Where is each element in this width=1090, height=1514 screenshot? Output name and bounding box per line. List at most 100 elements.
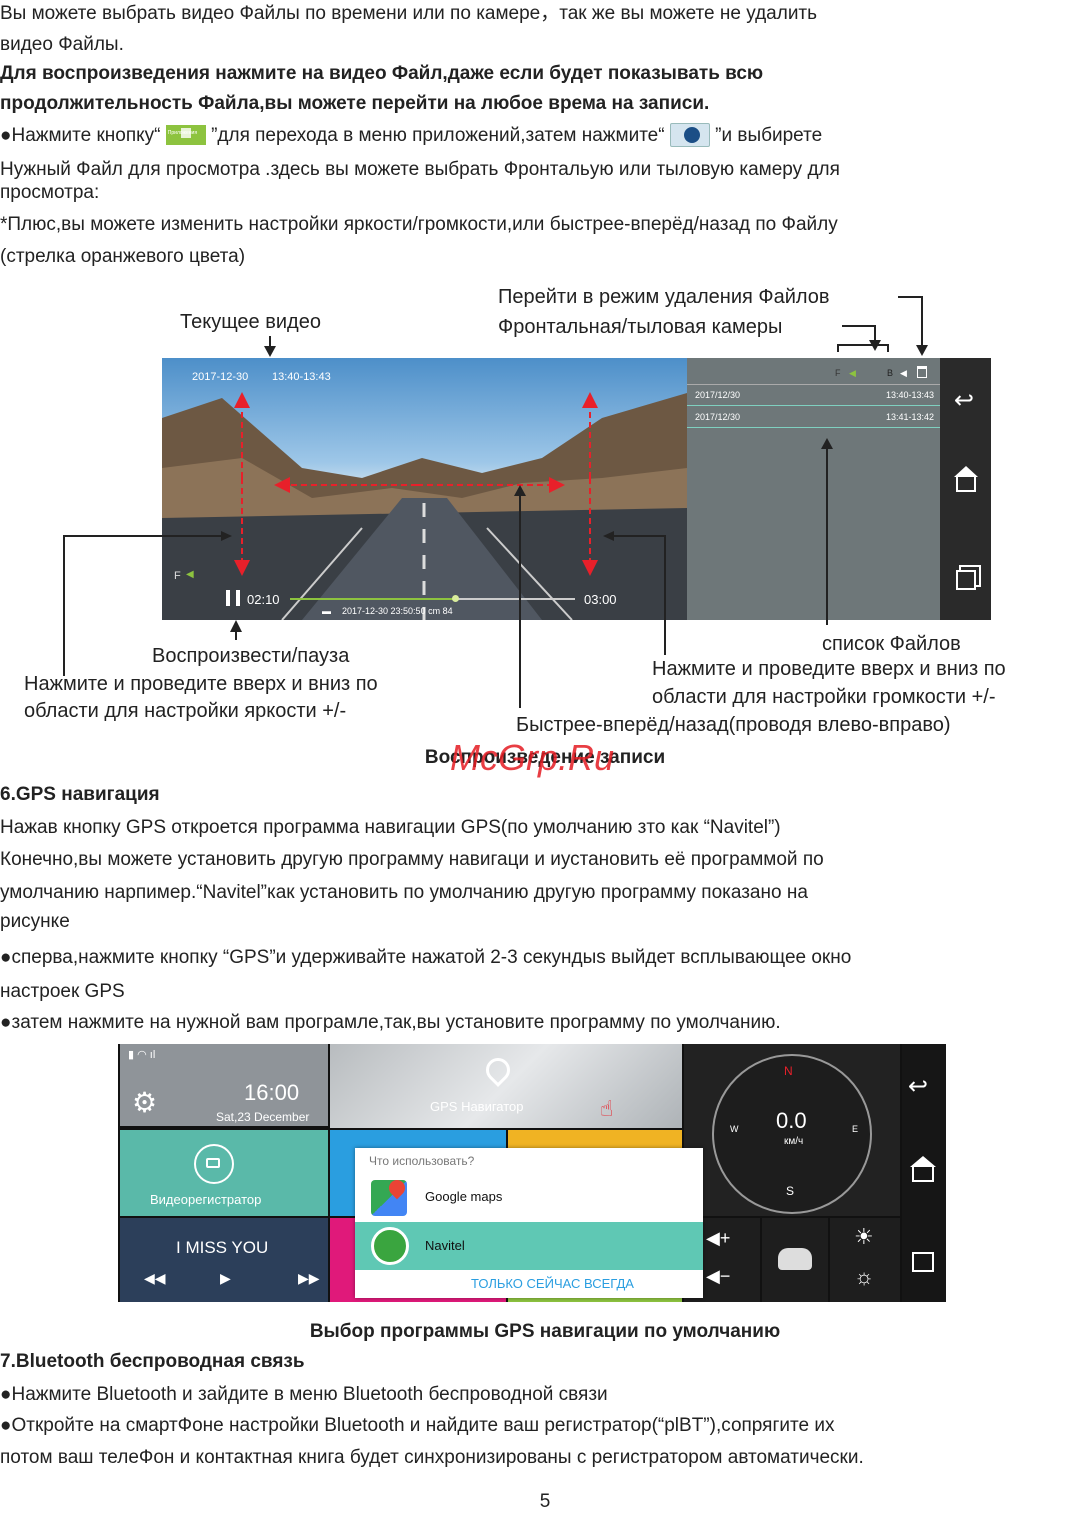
clock-tile[interactable]: ▮ ◠ ıl ⚙ 16:00 Sat,23 December	[120, 1044, 328, 1126]
caption-playback: Воспроизведение записи	[424, 747, 666, 768]
callout-play-pause: Воспроизвести/пауза	[152, 645, 350, 667]
intro-line-2: видео Файлы.	[0, 34, 124, 55]
playback-screen: 2017-12-30 13:40-13:43 F ◀ 02:10 03:00 ▬…	[162, 358, 991, 620]
dialog-option-navitel[interactable]: Navitel	[355, 1222, 703, 1270]
rear-cam-toggle[interactable]: B	[887, 368, 894, 378]
dvr-tile-label: Видеорегистратор	[150, 1192, 262, 1207]
camera-body-icon	[206, 1158, 220, 1168]
app-chooser-dialog: Что использовать? Google maps Navitel ТО…	[355, 1148, 703, 1298]
dialog-title: Что использовать?	[369, 1154, 475, 1168]
bt-p3: потом ваш телеФон и контактная книга буд…	[0, 1447, 864, 1468]
intro-line-3: Нужный Файл для просмотра .здесь вы може…	[0, 159, 840, 180]
file-time: 13:41-13:42	[885, 412, 934, 422]
back-icon-2[interactable]: ↩	[908, 1073, 929, 1100]
brightness-tile: ☀ ☼	[830, 1218, 900, 1302]
music-tile[interactable]: I MISS YOU ◀◀ ▶ ▶▶	[120, 1218, 328, 1302]
car-tile[interactable]	[762, 1218, 828, 1302]
intro-bullet-1: ●Нажмите кнопку“ Приложения ”для переход…	[0, 123, 822, 147]
wifi-icon: ▮ ◠ ıl	[128, 1049, 156, 1061]
bt-p1: ●Нажмите Bluetooth и зайдите в меню Blue…	[0, 1384, 608, 1405]
side-nav: ↩	[940, 358, 991, 620]
bt-heading: 7.Bluetooth беспроводная связь	[0, 1351, 305, 1372]
video-time-range: 13:40-13:43	[272, 371, 331, 383]
compass-dial	[712, 1054, 872, 1214]
music-title: I MISS YOU	[176, 1238, 269, 1257]
bullet-text-a: ●Нажмите кнопку“	[0, 125, 161, 146]
gps-tile[interactable]: GPS Навигатор ☝	[330, 1044, 682, 1128]
next-icon[interactable]: ▶▶	[298, 1270, 320, 1286]
gps-heading: 6.GPS навигация	[0, 784, 160, 805]
file-date: 2017/12/30	[695, 412, 741, 422]
callout-brightness-1: Нажмите и проведите вверх и вниз по	[24, 673, 378, 695]
recents-icon-2[interactable]	[912, 1252, 934, 1272]
video-area[interactable]: 2017-12-30 13:40-13:43 F ◀ 02:10 03:00 ▬…	[162, 358, 687, 620]
bt-p2: ●Откройте на смартФоне настройки Bluetoo…	[0, 1415, 835, 1436]
compass-e: E	[852, 1124, 859, 1134]
compass-s: S	[786, 1184, 795, 1198]
volume-up-icon[interactable]: ◀+	[706, 1228, 731, 1248]
front-cam-toggle[interactable]: F	[835, 368, 841, 378]
car-icon-2	[778, 1248, 812, 1270]
compass-n: N	[784, 1064, 793, 1078]
back-icon[interactable]: ↩	[954, 387, 975, 414]
gps-tile-label: GPS Навигатор	[430, 1099, 524, 1114]
callout-front-rear: Фронтальная/тыловая камеры	[498, 316, 783, 338]
option-google-label: Google maps	[425, 1189, 503, 1204]
speed-value: 0.0	[776, 1108, 807, 1133]
bullet-text-b: ”для перехода в меню приложений,затем на…	[211, 125, 665, 146]
home-icon-2[interactable]	[912, 1166, 934, 1182]
page-number: 5	[539, 1491, 551, 1512]
home-icon[interactable]	[956, 476, 976, 492]
trash-icon[interactable]	[917, 366, 927, 378]
file-time: 13:40-13:43	[885, 390, 934, 400]
video-date: 2017-12-30	[192, 371, 249, 383]
intro-line-4: просмотра:	[0, 182, 100, 203]
pause-icon[interactable]	[226, 590, 240, 606]
file-row[interactable]: 2017/12/30 13:41-13:42	[687, 408, 940, 428]
progress-track[interactable]	[290, 595, 575, 602]
dialog-option-google[interactable]: Google maps	[355, 1174, 703, 1220]
apps-icon-label: Приложения	[167, 130, 198, 136]
rear-cam-arrow-icon: ◀	[900, 368, 907, 378]
intro-line-5: *Плюс,вы можете изменить настройки яркос…	[0, 214, 838, 235]
side-nav-2: ↩	[902, 1044, 946, 1302]
front-cam-arrow-icon: ◀	[849, 368, 856, 378]
volume-down-icon[interactable]: ◀−	[706, 1266, 731, 1286]
progress-fill	[290, 598, 456, 600]
elapsed-time: 02:10	[247, 592, 280, 607]
watermark: McGrp.Ru	[450, 737, 615, 778]
video-stamp: 2017-12-30 23:50:50 cm 84	[342, 606, 453, 616]
compass-w: W	[730, 1124, 739, 1134]
hand-pointer-icon: ☝	[600, 1096, 614, 1121]
intro-bold-2: продолжительность Файла,вы можете перейт…	[0, 93, 710, 114]
callout-volume-2: области для настройки громкости +/-	[652, 686, 996, 708]
caption-gps: Выбор программы GPS навигации по умолчан…	[309, 1321, 781, 1342]
speedometer-tile: N S E W 0.0 км/ч	[684, 1044, 900, 1216]
recents-icon[interactable]	[956, 570, 976, 590]
gps-p5: ●сперва,нажмите кнопку “GPS”и удерживайт…	[0, 947, 852, 968]
callout-file-list: список Файлов	[822, 633, 961, 655]
gps-p4: рисунке	[0, 911, 70, 932]
brightness-down-icon[interactable]: ☼	[854, 1264, 875, 1289]
camera-icon	[194, 1144, 234, 1184]
option-navitel-label: Navitel	[425, 1238, 465, 1253]
progress-knob[interactable]	[452, 595, 460, 602]
car-icon: ▬	[322, 606, 331, 616]
gps-p7: ●затем нажмите на нужной вам програмле,т…	[0, 1012, 781, 1033]
bullet-text-c: ”и выбирете	[715, 125, 823, 146]
brightness-up-icon[interactable]: ☀	[854, 1224, 874, 1249]
intro-line-1: Вы можете выбрать видео Файлы по времени…	[0, 3, 818, 24]
road-scene	[162, 393, 687, 620]
intro-bold-1: Для воспроизведения нажмите на видео Фай…	[0, 63, 764, 84]
play-icon[interactable]: ▶	[220, 1270, 231, 1286]
clock-date: Sat,23 December	[216, 1110, 310, 1124]
home-roof-icon	[954, 466, 978, 477]
dvr-tile[interactable]: Видеорегистратор	[120, 1130, 328, 1216]
gesture-arrows	[234, 392, 598, 576]
callout-brightness-2: области для настройки яркости +/-	[24, 700, 347, 722]
map-pin-icon	[481, 1053, 515, 1087]
prev-icon[interactable]: ◀◀	[144, 1270, 166, 1286]
home-roof-icon-2	[910, 1156, 936, 1167]
dialog-actions[interactable]: ТОЛЬКО СЕЙЧАС ВСЕГДА	[471, 1276, 634, 1291]
